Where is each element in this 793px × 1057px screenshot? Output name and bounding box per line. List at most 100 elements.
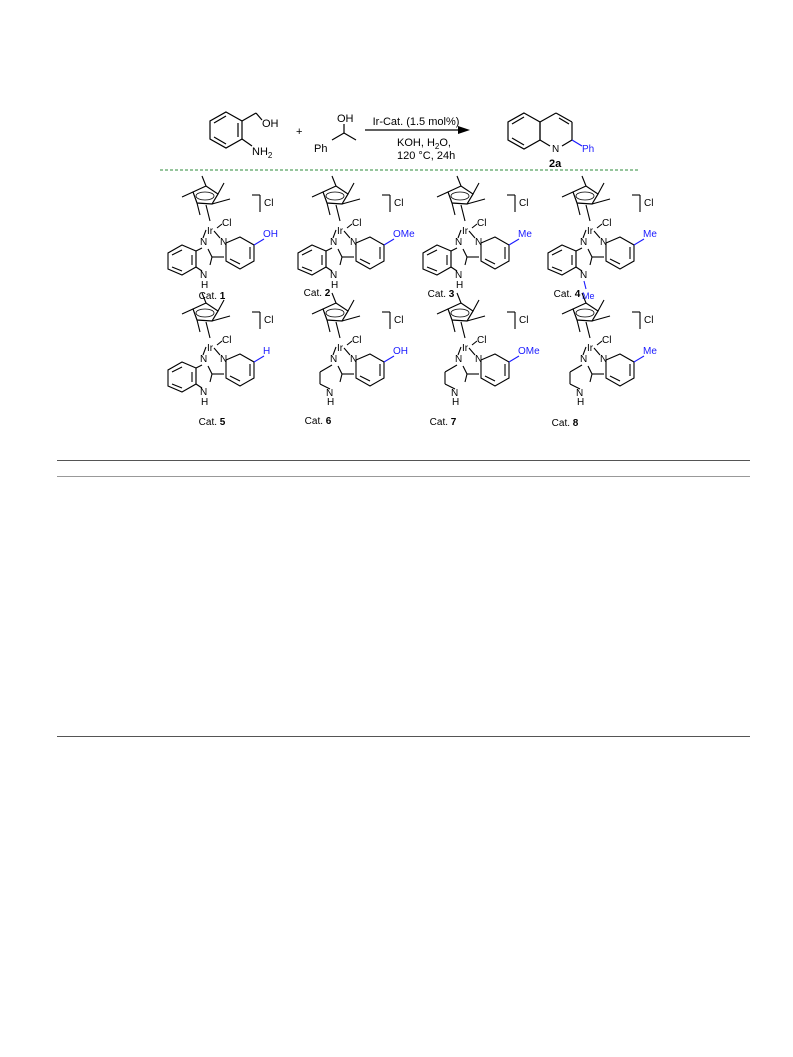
pyridine-substituent-ome: OMe	[518, 346, 540, 357]
table-top-rule	[57, 460, 750, 461]
pyridine-n-label: N	[220, 237, 227, 248]
catalyst-label-4: Cat. 4	[554, 289, 581, 300]
pyridine-substituent-ome: OMe	[393, 229, 415, 240]
condition-base-solvent: KOH, H2O,	[397, 137, 451, 151]
pyridine-substituent-oh: OH	[393, 346, 408, 357]
pyridine-n-label: N	[220, 354, 227, 365]
iridium-label: Ir	[207, 226, 214, 237]
catalyst-label-1: Cat. 1	[199, 291, 226, 302]
counterion-label: Cl	[394, 315, 403, 326]
imidazole-n-label: N	[200, 354, 207, 365]
pyridine-substituent-me: Me	[643, 229, 657, 240]
imidazole-nh-n-label: N	[330, 270, 337, 281]
chloride-ligand-label: Cl	[477, 218, 486, 229]
counterion-label: Cl	[644, 315, 653, 326]
imidazole-n-label: N	[455, 237, 462, 248]
pyridine-n-label: N	[475, 237, 482, 248]
condition-temp-time: 120 °C, 24h	[397, 150, 455, 162]
imidazole-nh-h-label: H	[456, 280, 463, 291]
imidazole-n-label: N	[330, 354, 337, 365]
reactant-1-oh-label: OH	[262, 118, 279, 130]
table-header-rule	[57, 476, 750, 477]
catalyst-label-3: Cat. 3	[428, 289, 455, 300]
counterion-label: Cl	[264, 198, 273, 209]
imidazole-n-label: N	[330, 237, 337, 248]
imidazoline-nh-h-label: H	[577, 397, 584, 408]
pyridine-n-label: N	[600, 354, 607, 365]
pyridine-n-label: N	[600, 237, 607, 248]
plus-sign: +	[296, 126, 302, 138]
counterion-label: Cl	[519, 315, 528, 326]
imidazole-n-label: N	[200, 237, 207, 248]
reaction-arrow	[365, 126, 470, 134]
chloride-ligand-label: Cl	[352, 335, 361, 346]
product-phenyl-bond	[571, 139, 583, 147]
iridium-label: Ir	[587, 226, 594, 237]
counterion-label: Cl	[394, 198, 403, 209]
imidazoline-nh-n-label: N	[326, 388, 333, 399]
pyridine-substituent-oh: OH	[263, 229, 278, 240]
reactant-phenylethanol	[331, 124, 357, 141]
n-methyl-label: Me	[582, 291, 595, 301]
product-name: 2a	[549, 158, 562, 170]
product-quinoline	[507, 112, 573, 150]
chloride-ligand-label: Cl	[222, 218, 231, 229]
pyridine-n-label: N	[475, 354, 482, 365]
iridium-label: Ir	[587, 343, 594, 354]
n-methyl-n-label: N	[580, 270, 587, 281]
catalyst-label-5: Cat. 5	[199, 417, 226, 428]
counterion-label: Cl	[519, 198, 528, 209]
imidazoline-nh-h-label: H	[452, 397, 459, 408]
condition-catalyst: Ir-Cat. (1.5 mol%)	[373, 116, 460, 128]
chloride-ligand-label: Cl	[602, 335, 611, 346]
catalyst-label-8: Cat. 8	[552, 418, 579, 429]
iridium-label: Ir	[337, 226, 344, 237]
chloride-ligand-label: Cl	[352, 218, 361, 229]
imidazole-nh-h-label: H	[331, 280, 338, 291]
pyridine-substituent-h: H	[263, 346, 270, 357]
imidazole-n-label: N	[580, 354, 587, 365]
catalyst-label-2: Cat. 2	[304, 288, 331, 299]
imidazole-nh-n-label: N	[200, 387, 207, 398]
pyridine-n-label: N	[350, 354, 357, 365]
imidazoline-nh-n-label: N	[451, 388, 458, 399]
pyridine-substituent-me: Me	[518, 229, 532, 240]
imidazole-nh-n-label: N	[200, 270, 207, 281]
product-n-label: N	[552, 144, 559, 155]
imidazoline-nh-n-label: N	[576, 388, 583, 399]
imidazole-n-label: N	[455, 354, 462, 365]
imidazole-n-label: N	[580, 237, 587, 248]
chloride-ligand-label: Cl	[222, 335, 231, 346]
counterion-label: Cl	[644, 198, 653, 209]
counterion-label: Cl	[264, 315, 273, 326]
reactant-2-ph-label: Ph	[314, 143, 327, 155]
imidazoline-nh-h-label: H	[327, 397, 334, 408]
iridium-label: Ir	[207, 343, 214, 354]
reactant-1-nh2-label: NH2	[252, 146, 273, 160]
imidazole-nh-h-label: H	[201, 280, 208, 291]
reaction-scheme: OH NH2 + OH Ph Ir-Cat. (1.5 mol%) KOH, H…	[160, 111, 657, 429]
product-ph-label: Ph	[582, 144, 594, 155]
iridium-label: Ir	[337, 343, 344, 354]
imidazole-nh-h-label: H	[201, 397, 208, 408]
catalyst-label-7: Cat. 7	[430, 417, 457, 428]
catalyst-label-6: Cat. 6	[305, 416, 332, 427]
reactant-aminobenzyl-alcohol	[209, 111, 263, 149]
table-bottom-rule	[57, 736, 750, 737]
imidazole-nh-n-label: N	[455, 270, 462, 281]
chloride-ligand-label: Cl	[602, 218, 611, 229]
pyridine-n-label: N	[350, 237, 357, 248]
iridium-label: Ir	[462, 343, 469, 354]
reactant-2-oh-label: OH	[337, 113, 354, 125]
pyridine-substituent-me: Me	[643, 346, 657, 357]
chloride-ligand-label: Cl	[477, 335, 486, 346]
iridium-label: Ir	[462, 226, 469, 237]
